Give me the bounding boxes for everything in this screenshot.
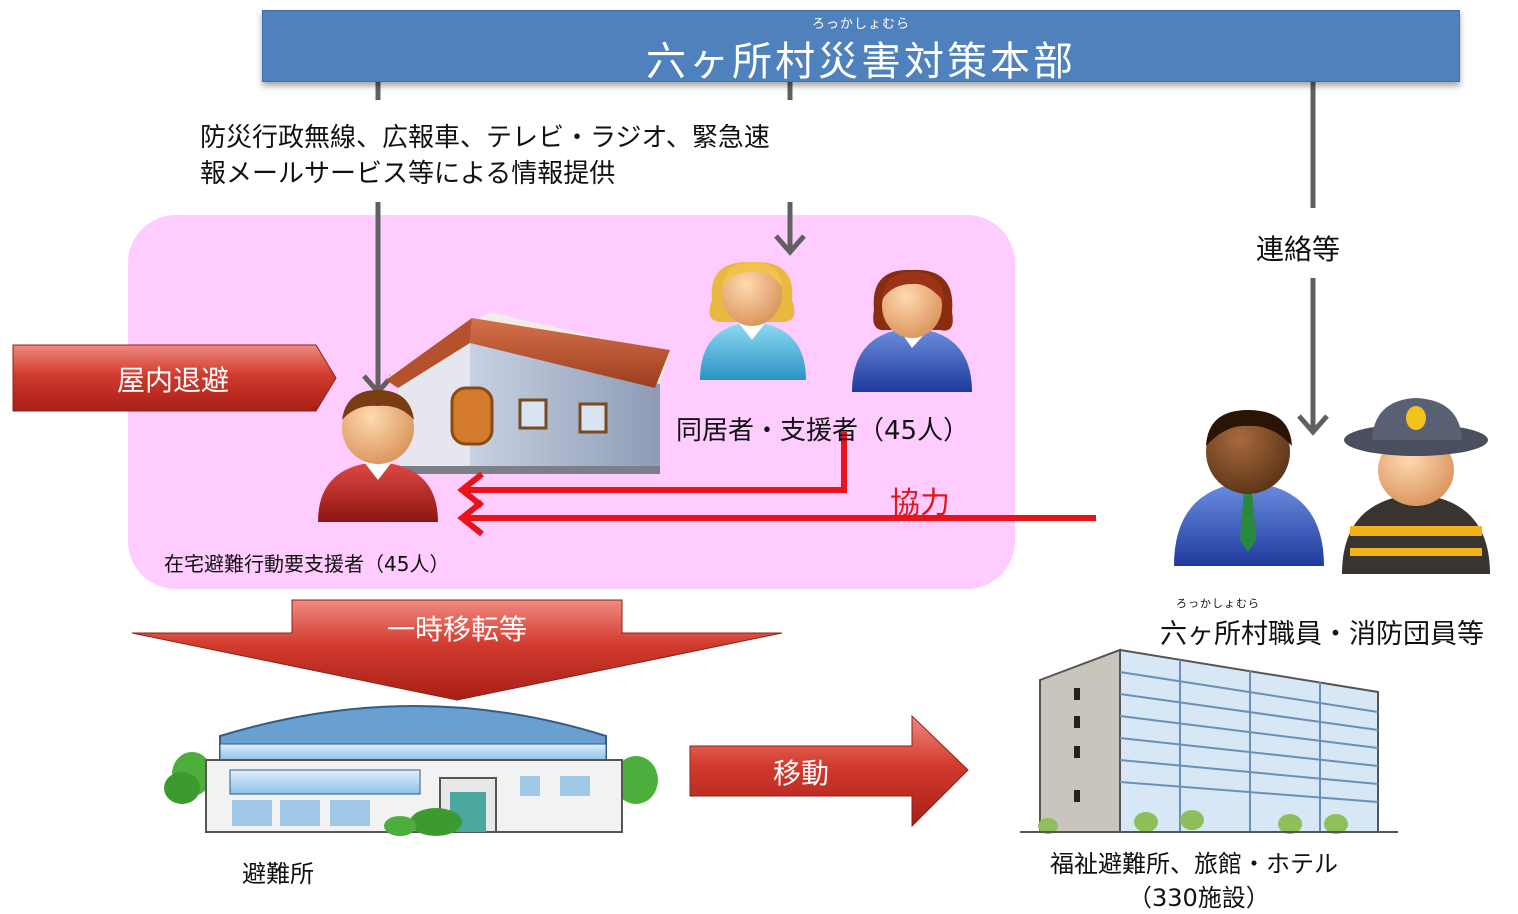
page-title: 六ヶ所村災害対策本部 — [646, 39, 1076, 85]
info-text-line1: 防災行政無線、広報車、テレビ・ラジオ、緊急速 — [200, 123, 770, 153]
relocation-label: 一時移転等 — [386, 613, 527, 646]
cohabitant-label: 同居者・支援者（45人） — [676, 416, 970, 446]
liaison-label: 連絡等 — [1256, 233, 1341, 266]
welfare-shelter-icon — [1020, 648, 1398, 834]
move-label: 移動 — [772, 757, 829, 790]
village-staff-icon — [1174, 410, 1324, 566]
cooperation-arrows — [457, 432, 1096, 537]
welfare-shelter-count: （330施設） — [1128, 884, 1270, 912]
relocation-arrow-shape — [131, 599, 783, 701]
firefighter-icon — [1342, 398, 1490, 574]
cohabitant-woman-icon — [700, 261, 806, 380]
evacuation-center-label: 避難所 — [242, 860, 314, 888]
village-staff-label: 六ヶ所村職員・消防団員等 — [1160, 619, 1484, 650]
home-person-icon — [318, 390, 438, 522]
title-ruby: ろっかしょむら — [811, 17, 910, 32]
supporter-woman-icon — [852, 269, 972, 392]
info-text-line2: 報メールサービス等による情報提供 — [200, 159, 616, 189]
indoor-shelter-label: 屋内退避 — [116, 364, 229, 397]
indoor-banner-shape — [12, 344, 337, 412]
house-icon — [386, 312, 670, 474]
disaster-hq-header: ろっかしょむら 六ヶ所村災害対策本部 — [262, 10, 1460, 85]
move-arrow-shape — [689, 714, 969, 828]
cooperation-label: 協力 — [890, 486, 950, 521]
evacuation-center-icon — [164, 705, 658, 836]
welfare-shelter-label: 福祉避難所、旅館・ホテル — [1050, 850, 1338, 878]
home-person-label: 在宅避難行動要支援者（45人） — [164, 552, 450, 576]
village-staff-ruby: ろっかしょむら — [1176, 597, 1260, 610]
